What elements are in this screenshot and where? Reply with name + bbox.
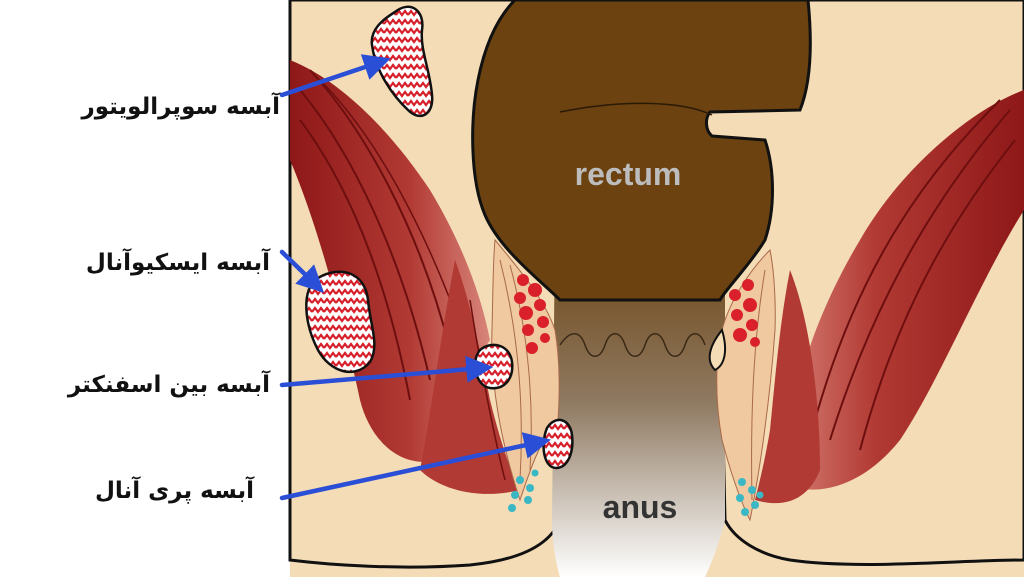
label-ischioanal-abscess: آبسه ایسکیوآنال xyxy=(85,250,270,276)
label-supralevator-abscess: آبسه سوپرالویتور xyxy=(81,94,281,120)
ischioanal-abscess xyxy=(305,270,376,374)
arrow-supralevator xyxy=(279,54,391,98)
anus-label: anus xyxy=(603,489,678,525)
anal-papilla xyxy=(708,327,727,372)
label-intersphincteric-abscess: آبسه بین اسفنکتر xyxy=(67,372,270,398)
arrow-perianal xyxy=(279,432,551,501)
arrow-intersphincteric xyxy=(279,355,494,388)
right-levator-muscle xyxy=(775,90,1024,490)
label-perianal-abscess: آبسه پری آنال xyxy=(94,478,254,504)
supralevator-abscess xyxy=(370,5,434,118)
rectum-label: rectum xyxy=(575,156,682,192)
arrows xyxy=(279,54,551,501)
anal-canal xyxy=(552,230,725,577)
arrow-ischioanal xyxy=(279,249,325,293)
perianal-abscess xyxy=(542,418,574,470)
rectum-lumen xyxy=(471,0,812,302)
right-external-sphincter xyxy=(755,270,820,504)
anal-glands-left xyxy=(514,274,550,354)
anal-glands-right xyxy=(729,279,760,347)
right-internal-sphincter xyxy=(716,248,776,522)
rectal-fold-line xyxy=(559,102,713,116)
perianal-glands-left xyxy=(508,469,539,512)
perianal-glands-right xyxy=(736,478,764,516)
dentate-line xyxy=(559,333,706,357)
